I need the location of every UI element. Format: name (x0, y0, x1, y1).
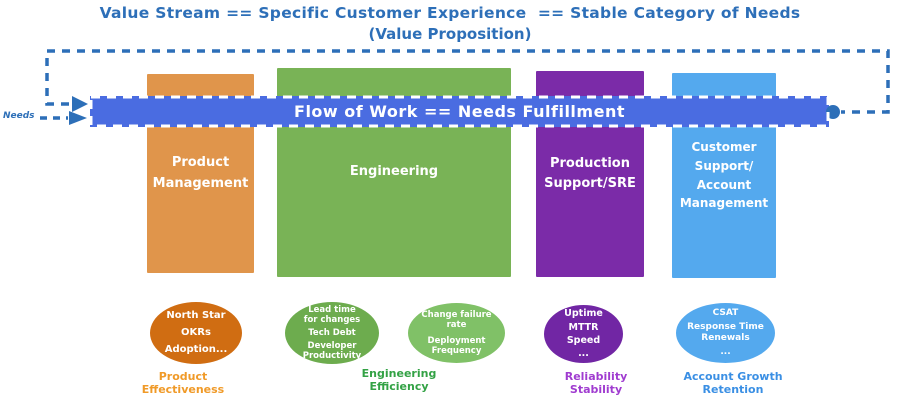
metric-item: Tech Debt (308, 327, 356, 338)
metric-item: Adoption... (164, 344, 228, 355)
metric-item: North Star (166, 310, 226, 321)
metric-item: Uptime (564, 308, 603, 320)
metric-item: ... (720, 346, 731, 357)
caption-line: Stability (569, 383, 623, 396)
caption-line: Product (158, 370, 208, 383)
column-product-management-label: Product Management (152, 155, 249, 191)
metric-bubble-engineering-1: Lead time for changes Tech Debt Develope… (282, 299, 382, 367)
metric-bubble-product: North Star OKRs Adoption... (147, 299, 245, 367)
caption-product-effectiveness: Product Effectiveness (118, 370, 248, 396)
diagram-title-line2: (Value Proposition) (368, 25, 532, 43)
metric-item: Developer Productivity (302, 341, 362, 362)
caption-line: Engineering (361, 367, 437, 380)
caption-engineering-efficiency: Engineering Efficiency (334, 367, 464, 393)
metric-item: OKRs (181, 327, 211, 338)
caption-line: Efficiency (369, 380, 429, 393)
metric-bubble-reliability: Uptime MTTR Speed ... (541, 302, 626, 366)
arrow-right-icon (72, 96, 88, 112)
flow-of-work-banner-label: Flow of Work == Needs Fulfillment (294, 102, 625, 121)
caption-account-growth-retention: Account Growth Retention (668, 370, 798, 396)
incoming-needs-label: Needs (3, 111, 35, 121)
metric-item: Speed (566, 335, 601, 346)
metric-item: ... (578, 348, 589, 360)
metric-item: MTTR (568, 321, 599, 333)
column-customer-support-label: Customer Support/ Account Management (679, 140, 769, 211)
flow-of-work-banner: Flow of Work == Needs Fulfillment (90, 96, 829, 127)
column-engineering-label: Engineering (349, 164, 439, 180)
caption-reliability-stability: Reliability Stability (531, 370, 661, 396)
metric-item: Lead time for changes (303, 304, 361, 325)
column-production-support-sre-label: Production Support/SRE (544, 155, 636, 191)
caption-line: Effectiveness (141, 383, 225, 396)
caption-line: Reliability (564, 370, 628, 383)
caption-line: Account Growth (683, 370, 783, 383)
caption-line: Retention (702, 383, 764, 396)
metric-item: Change failure rate (421, 310, 492, 331)
diagram-title: Value Stream == Specific Customer Experi… (0, 4, 900, 43)
metric-item: Deployment Frequency (427, 335, 486, 356)
metric-bubble-engineering-2: Change failure rate Deployment Frequency (405, 300, 508, 366)
metric-bubble-account: CSAT Response Time Renewals ... (673, 300, 778, 366)
metric-item: CSAT (712, 308, 739, 319)
metric-item: Response Time Renewals (687, 322, 764, 343)
diagram-title-line1: Value Stream == Specific Customer Experi… (99, 4, 801, 22)
arrow-right-icon (69, 111, 87, 125)
